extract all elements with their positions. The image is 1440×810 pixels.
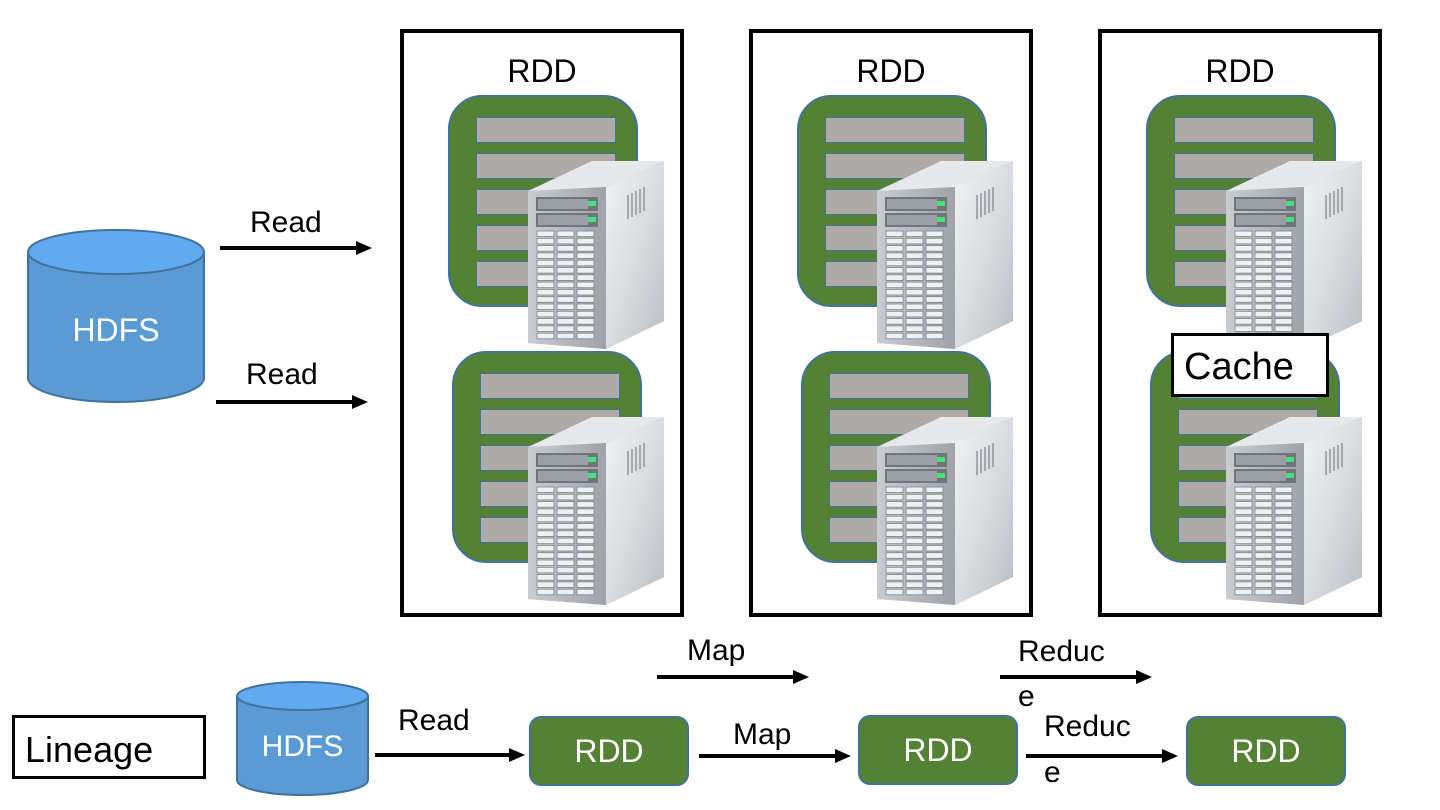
lineage-map-label: Map <box>733 718 792 751</box>
lineage-reduce-arrow <box>1026 749 1178 763</box>
read-arrow-1 <box>220 241 372 255</box>
hdfs-label: HDFS <box>72 312 160 348</box>
lineage-map-arrow <box>699 749 851 763</box>
hdfs-storage: HDFS <box>26 228 206 404</box>
rdd-stage-box-2: RDD <box>749 29 1033 617</box>
reduce-arrow-label-line2: e <box>1018 680 1035 713</box>
map-arrow-label: Map <box>687 634 746 667</box>
partition-record-row <box>476 117 616 143</box>
lineage-hdfs-label: HDFS <box>261 730 344 763</box>
lineage-rdd-3: RDD <box>1186 716 1346 786</box>
lineage-reduce-label-line2: e <box>1044 756 1061 789</box>
lineage-rdd-3-label: RDD <box>1231 732 1301 769</box>
server-icon <box>877 157 1013 349</box>
rdd-stage-title: RDD <box>1205 53 1275 89</box>
rdd-stage-box-1: RDD <box>400 29 684 617</box>
read-arrow-label-1: Read <box>250 206 322 239</box>
cache-label: Cache <box>1184 346 1294 388</box>
rdd-stage-box-3: RDD <box>1098 29 1382 617</box>
server-icon <box>528 157 664 349</box>
lineage-hdfs: HDFS <box>235 680 370 796</box>
database-cylinder-icon <box>236 681 369 796</box>
server-icon <box>1226 157 1362 349</box>
reduce-arrow <box>1000 670 1152 684</box>
cache-label-box: Cache <box>1171 333 1329 397</box>
map-arrow <box>657 670 809 684</box>
rdd-stage-title: RDD <box>507 53 577 89</box>
lineage-read-label: Read <box>398 704 470 737</box>
partition-record-row <box>829 373 969 399</box>
lineage-rdd-2-label: RDD <box>903 731 973 768</box>
rdd-stage-title: RDD <box>856 53 926 89</box>
server-icon <box>877 413 1013 605</box>
partition-record-row <box>825 117 965 143</box>
read-arrow-2 <box>216 395 368 409</box>
lineage-rdd-1-label: RDD <box>574 732 644 769</box>
read-arrow-label-2: Read <box>246 358 318 391</box>
server-icon <box>1226 413 1362 605</box>
lineage-rdd-2: RDD <box>858 715 1018 785</box>
server-icon <box>528 413 664 605</box>
partition-record-row <box>480 373 620 399</box>
lineage-rdd-1: RDD <box>529 716 689 786</box>
lineage-reduce-label-line1: Reduc <box>1044 710 1131 743</box>
lineage-label-box: Lineage <box>12 715 206 779</box>
partition-record-row <box>1174 117 1314 143</box>
database-cylinder-icon <box>27 229 205 403</box>
reduce-arrow-label-line1: Reduc <box>1018 635 1105 668</box>
lineage-read-arrow <box>375 748 525 762</box>
lineage-title: Lineage <box>25 729 154 770</box>
